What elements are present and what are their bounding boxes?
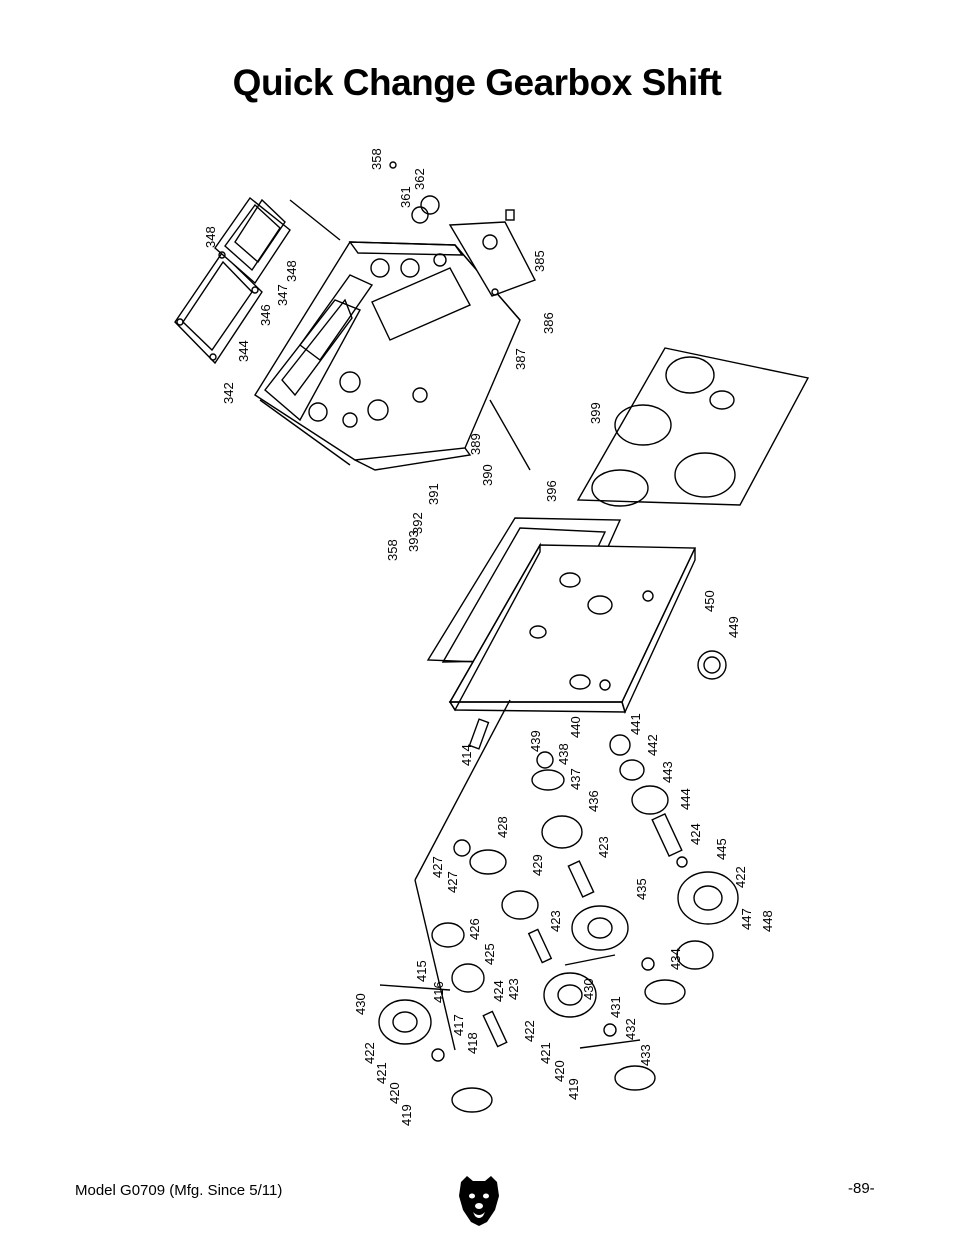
part-number-label: 424 <box>491 980 506 1002</box>
part-number-label: 434 <box>668 948 683 970</box>
part-number-label: 424 <box>688 823 703 845</box>
part-number-label: 347 <box>275 284 290 306</box>
part-number-label: 423 <box>548 910 563 932</box>
part-number-label: 430 <box>353 993 368 1015</box>
part-number-label: 393 <box>406 530 421 552</box>
page-number: -89- <box>848 1180 875 1197</box>
part-number-label: 385 <box>532 250 547 272</box>
part-number-label: 432 <box>623 1018 638 1040</box>
part-number-label: 361 <box>398 186 413 208</box>
part-number-label: 346 <box>258 304 273 326</box>
part-number-label: 433 <box>638 1044 653 1066</box>
part-number-label: 420 <box>387 1082 402 1104</box>
part-number-label: 450 <box>702 590 717 612</box>
part-number-label: 445 <box>714 838 729 860</box>
part-number-label: 449 <box>726 616 741 638</box>
part-number-label: 348 <box>284 260 299 282</box>
part-number-label: 414 <box>459 744 474 766</box>
mounting-plate <box>426 517 727 714</box>
part-number-label: 425 <box>482 943 497 965</box>
part-number-label: 421 <box>538 1042 553 1064</box>
part-number-label: 419 <box>566 1078 581 1100</box>
top-cover-plate <box>389 161 536 297</box>
part-number-label: 429 <box>530 854 545 876</box>
part-number-label: 427 <box>445 871 460 893</box>
part-number-label: 387 <box>513 348 528 370</box>
part-number-label: 436 <box>586 790 601 812</box>
part-number-label: 348 <box>203 226 218 248</box>
part-number-label: 415 <box>414 960 429 982</box>
part-number-label: 444 <box>678 788 693 810</box>
part-number-label: 396 <box>544 480 559 502</box>
part-number-label: 422 <box>522 1020 537 1042</box>
part-number-label: 391 <box>426 483 441 505</box>
part-number-label: 399 <box>588 402 603 424</box>
part-number-label: 431 <box>608 996 623 1018</box>
part-number-label: 417 <box>451 1014 466 1036</box>
part-number-label: 416 <box>431 981 446 1003</box>
part-number-label: 443 <box>660 761 675 783</box>
part-number-label: 358 <box>369 148 384 170</box>
grizzly-bear-head-icon <box>459 1176 499 1226</box>
gasket-plate <box>489 347 810 507</box>
part-number-label: 392 <box>410 512 425 534</box>
side-cover-plates <box>174 196 341 365</box>
shift-shaft-assembly <box>378 699 739 1113</box>
footer-model: Model G0709 (Mfg. Since 5/11) <box>75 1182 283 1199</box>
part-number-label: 447 <box>739 908 754 930</box>
part-number-label: 386 <box>541 312 556 334</box>
part-number-label: 435 <box>634 878 649 900</box>
part-number-label: 441 <box>628 713 643 735</box>
part-number-label: 420 <box>552 1060 567 1082</box>
part-number-label: 390 <box>480 464 495 486</box>
part-number-label: 428 <box>495 816 510 838</box>
part-number-label: 419 <box>399 1104 414 1126</box>
part-number-label: 437 <box>568 768 583 790</box>
part-number-label: 448 <box>760 910 775 932</box>
part-number-label: 426 <box>467 918 482 940</box>
part-number-label: 389 <box>468 433 483 455</box>
part-number-label: 423 <box>506 978 521 1000</box>
part-number-label: 418 <box>465 1032 480 1054</box>
part-number-label: 439 <box>528 730 543 752</box>
part-number-label: 440 <box>568 716 583 738</box>
part-number-label: 430 <box>581 978 596 1000</box>
part-number-label: 358 <box>385 539 400 561</box>
part-number-label: 421 <box>374 1062 389 1084</box>
part-number-label: 344 <box>236 340 251 362</box>
part-number-label: 442 <box>645 734 660 756</box>
part-number-label: 342 <box>221 382 236 404</box>
part-number-label: 422 <box>362 1042 377 1064</box>
part-number-label: 362 <box>412 168 427 190</box>
part-number-label: 438 <box>556 743 571 765</box>
part-number-label: 427 <box>430 856 445 878</box>
part-number-label: 423 <box>596 836 611 858</box>
part-number-label: 422 <box>733 866 748 888</box>
page-title: Quick Change Gearbox Shift <box>232 62 722 103</box>
